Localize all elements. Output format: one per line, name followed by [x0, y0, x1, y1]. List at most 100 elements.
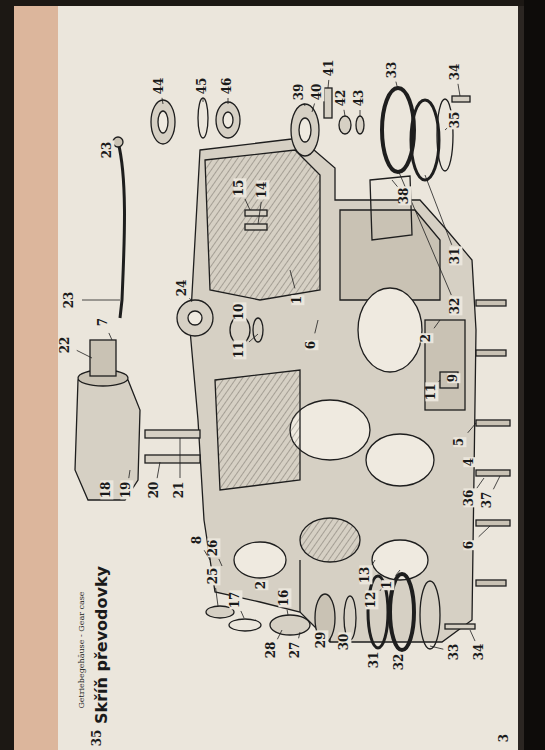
leader-line [245, 199, 250, 210]
leader-line [304, 103, 306, 106]
leader-line [157, 462, 160, 478]
leader-line [430, 646, 443, 649]
callout-number: 36 [463, 489, 476, 508]
callout-number: 23 [63, 291, 76, 310]
callout-number: 30 [338, 633, 351, 652]
callout-number: 23 [101, 141, 114, 160]
leader-line [396, 82, 398, 90]
callout-number: 19 [120, 481, 133, 500]
callout-number: 2 [420, 333, 433, 343]
callout-number: 35 [449, 111, 462, 130]
leader-line [299, 632, 300, 638]
leader-line [470, 630, 475, 641]
callout-number: 24 [176, 279, 189, 298]
callout-number: 7 [97, 317, 110, 327]
leader-line [398, 170, 451, 295]
callout-number: 22 [59, 336, 72, 355]
callout-number: 5 [453, 437, 466, 447]
callout-number: 38 [398, 187, 411, 206]
callout-number: 44 [153, 77, 166, 96]
callout-number: 1 [291, 295, 304, 305]
leader-line [287, 610, 289, 615]
leader-line [395, 570, 400, 576]
leader-line [77, 350, 92, 358]
leader-line [458, 84, 460, 96]
diagram-title: Skříň převodovky [93, 565, 111, 725]
callout-number: 32 [449, 297, 462, 316]
callout-number: 17 [229, 591, 242, 610]
callout-number: 34 [473, 643, 486, 662]
callout-number: 4 [463, 457, 476, 467]
leader-line [129, 470, 130, 478]
callout-number: 6 [463, 540, 476, 550]
leader-line [312, 103, 315, 112]
callout-number: 8 [191, 535, 204, 545]
callout-number: 35 [91, 729, 104, 748]
callout-number: 3 [498, 733, 511, 743]
leader-line [425, 175, 452, 245]
header-note: Getriebegehäuse - Gear case [78, 590, 87, 709]
callout-number: 13 [359, 566, 372, 585]
callout-number: 28 [265, 641, 278, 660]
callout-number: 27 [289, 641, 302, 660]
callout-number: 18 [100, 481, 113, 500]
callout-number: 32 [393, 653, 406, 672]
callout-number: 42 [335, 89, 348, 108]
callout-number: 20 [148, 481, 161, 500]
callout-number: 9 [447, 373, 460, 383]
callout-number: 26 [207, 539, 220, 558]
callout-number: 21 [173, 481, 186, 500]
callout-number: 1 [381, 580, 394, 590]
callout-number: 15 [233, 179, 246, 198]
leader-line [468, 423, 476, 433]
leader-line [315, 320, 318, 333]
leader-line [392, 180, 397, 187]
callout-number: 31 [368, 651, 381, 670]
callout-number: 39 [293, 83, 306, 102]
leader-line [328, 80, 330, 88]
leader-line [219, 559, 222, 566]
leader-line [241, 611, 244, 618]
callout-number: 41 [323, 59, 336, 78]
leader-line [189, 298, 192, 302]
leader-line [82, 300, 120, 301]
callout-number: 37 [481, 491, 494, 510]
callout-number: 16 [278, 589, 291, 608]
callout-number: 33 [386, 61, 399, 80]
callout-number: 45 [196, 77, 209, 96]
callout-number: 12 [365, 591, 378, 610]
callout-number: 6 [305, 340, 318, 350]
leader-line [477, 478, 484, 488]
leader-line [228, 98, 229, 104]
callout-number: 40 [311, 83, 324, 102]
leader-line [445, 128, 447, 130]
callout-number: 29 [315, 631, 328, 650]
leader-line [372, 560, 375, 565]
callout-number: 11 [233, 341, 246, 360]
leader-line [439, 380, 440, 382]
callout-number: 46 [221, 77, 234, 96]
callout-number: 34 [449, 63, 462, 82]
leader-line [258, 202, 261, 224]
callout-number: 33 [448, 643, 461, 662]
callout-number: 31 [449, 247, 462, 266]
callout-number: 25 [207, 567, 220, 586]
leader-line [277, 630, 282, 639]
leader-line [180, 438, 181, 478]
leader-line [493, 476, 500, 489]
callout-number: 11 [425, 383, 438, 402]
leader-line [434, 320, 440, 328]
leader-line [249, 334, 258, 342]
leader-line [290, 270, 295, 288]
callout-number: 2 [255, 580, 268, 590]
leader-line [344, 110, 345, 116]
leader-line [360, 110, 361, 116]
callout-number: 43 [353, 89, 366, 108]
leader-line [162, 98, 163, 104]
leader-line [203, 98, 204, 102]
leader-line [109, 333, 112, 340]
callout-number: 10 [233, 303, 246, 322]
leader-line [479, 526, 490, 537]
callout-number: 14 [256, 181, 269, 200]
